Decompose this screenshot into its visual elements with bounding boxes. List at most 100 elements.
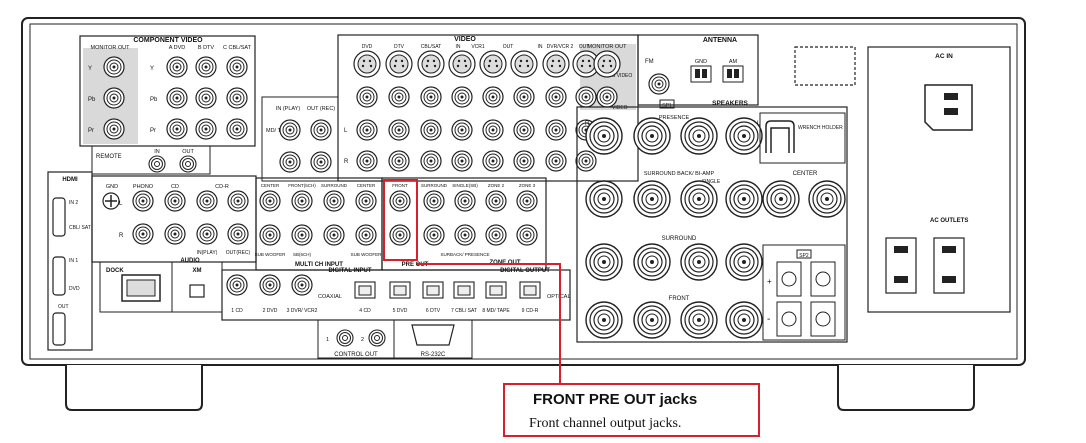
composite-video-jack[interactable]: [388, 86, 410, 108]
front-pre-out-r-jack[interactable]: [389, 224, 411, 246]
audio-r-jack[interactable]: [196, 223, 218, 245]
audio-r-jack[interactable]: [451, 150, 473, 172]
md-out-l-jack[interactable]: [310, 119, 332, 141]
composite-video-jack[interactable]: [513, 86, 535, 108]
pre-out-jack[interactable]: [516, 224, 538, 246]
comp-monitor-jack[interactable]: [103, 87, 125, 109]
composite-video-jack[interactable]: [451, 86, 473, 108]
svideo-jack[interactable]: [510, 50, 538, 78]
composite-video-jack[interactable]: [575, 86, 597, 108]
md-in-r-jack[interactable]: [279, 151, 301, 173]
audio-r-jack[interactable]: [388, 150, 410, 172]
audio-r-jack[interactable]: [482, 150, 504, 172]
comp-in-jack[interactable]: [166, 56, 188, 78]
speaker-terminal[interactable]: [680, 301, 718, 339]
svideo-jack[interactable]: [542, 50, 570, 78]
audio-r-jack[interactable]: [420, 150, 442, 172]
composite-video-jack[interactable]: [356, 86, 378, 108]
optical-jack[interactable]: [354, 281, 376, 299]
sp2-l-top[interactable]: [810, 261, 836, 297]
pre-out-jack[interactable]: [423, 190, 445, 212]
optical-jack[interactable]: [389, 281, 411, 299]
audio-l-jack[interactable]: [513, 119, 535, 141]
audio-l-jack[interactable]: [196, 190, 218, 212]
ac-outlet-2[interactable]: [933, 237, 965, 294]
audio-l-jack[interactable]: [388, 119, 410, 141]
speaker-terminal[interactable]: [633, 301, 671, 339]
svideo-jack[interactable]: [448, 50, 476, 78]
md-out-r-jack[interactable]: [310, 151, 332, 173]
gnd-screw[interactable]: [102, 192, 120, 210]
comp-in-jack[interactable]: [226, 56, 248, 78]
comp-in-jack[interactable]: [195, 56, 217, 78]
audio-l-jack[interactable]: [420, 119, 442, 141]
audio-r-jack[interactable]: [545, 150, 567, 172]
speaker-terminal[interactable]: [680, 117, 718, 155]
multich-jack[interactable]: [291, 224, 313, 246]
remote-out-jack[interactable]: [179, 155, 197, 173]
pre-out-jack[interactable]: [454, 190, 476, 212]
audio-l-jack[interactable]: [482, 119, 504, 141]
svideo-jack[interactable]: [417, 50, 445, 78]
audio-l-jack[interactable]: [227, 190, 249, 212]
audio-l-jack[interactable]: [356, 119, 378, 141]
multich-jack[interactable]: [323, 224, 345, 246]
svideo-monitor-jack[interactable]: [593, 50, 621, 78]
speaker-terminal[interactable]: [585, 301, 623, 339]
optical-jack[interactable]: [422, 281, 444, 299]
hdmi-in1-jack[interactable]: [52, 256, 66, 296]
audio-l-jack[interactable]: [132, 190, 154, 212]
remote-in-jack[interactable]: [148, 155, 166, 173]
comp-in-jack[interactable]: [195, 118, 217, 140]
comp-monitor-jack[interactable]: [103, 56, 125, 78]
am-terminal[interactable]: [722, 65, 744, 83]
audio-r-jack[interactable]: [513, 150, 535, 172]
pre-out-jack[interactable]: [454, 224, 476, 246]
comp-in-jack[interactable]: [195, 87, 217, 109]
audio-l-jack[interactable]: [451, 119, 473, 141]
audio-r-jack[interactable]: [227, 223, 249, 245]
optical-jack[interactable]: [485, 281, 507, 299]
md-in-l-jack[interactable]: [279, 119, 301, 141]
multich-jack[interactable]: [291, 190, 313, 212]
speaker-terminal[interactable]: [725, 301, 763, 339]
comp-in-jack[interactable]: [166, 87, 188, 109]
comp-monitor-jack[interactable]: [103, 118, 125, 140]
pre-out-jack[interactable]: [423, 224, 445, 246]
svideo-jack[interactable]: [385, 50, 413, 78]
speaker-terminal[interactable]: [585, 117, 623, 155]
multich-jack[interactable]: [259, 224, 281, 246]
pre-out-jack[interactable]: [485, 224, 507, 246]
speaker-terminal[interactable]: [633, 117, 671, 155]
hdmi-in2-jack[interactable]: [52, 197, 66, 237]
speaker-terminal[interactable]: [585, 180, 623, 218]
ac-in-socket[interactable]: [924, 84, 973, 131]
xm-port[interactable]: [189, 284, 205, 298]
multich-jack[interactable]: [355, 224, 377, 246]
speaker-terminal[interactable]: [725, 243, 763, 281]
speaker-terminal[interactable]: [725, 180, 763, 218]
comp-in-jack[interactable]: [226, 87, 248, 109]
coaxial-jack[interactable]: [226, 274, 248, 296]
speaker-terminal[interactable]: [585, 243, 623, 281]
svideo-jack[interactable]: [353, 50, 381, 78]
control-out-1-jack[interactable]: [336, 329, 354, 347]
speaker-terminal[interactable]: [633, 243, 671, 281]
multich-jack[interactable]: [355, 190, 377, 212]
comp-in-jack[interactable]: [166, 118, 188, 140]
speaker-terminal[interactable]: [680, 180, 718, 218]
optical-jack[interactable]: [453, 281, 475, 299]
speaker-terminal[interactable]: [633, 180, 671, 218]
audio-r-jack[interactable]: [164, 223, 186, 245]
speaker-terminal[interactable]: [762, 180, 800, 218]
coaxial-jack[interactable]: [291, 274, 313, 296]
fm-antenna-jack[interactable]: [648, 73, 670, 95]
rs232c-port[interactable]: [411, 324, 455, 346]
multich-jack[interactable]: [323, 190, 345, 212]
audio-l-jack[interactable]: [545, 119, 567, 141]
hdmi-out-jack[interactable]: [52, 312, 66, 346]
audio-r-jack[interactable]: [356, 150, 378, 172]
pre-out-jack[interactable]: [485, 190, 507, 212]
front-pre-out-l-jack[interactable]: [389, 190, 411, 212]
composite-video-jack[interactable]: [482, 86, 504, 108]
